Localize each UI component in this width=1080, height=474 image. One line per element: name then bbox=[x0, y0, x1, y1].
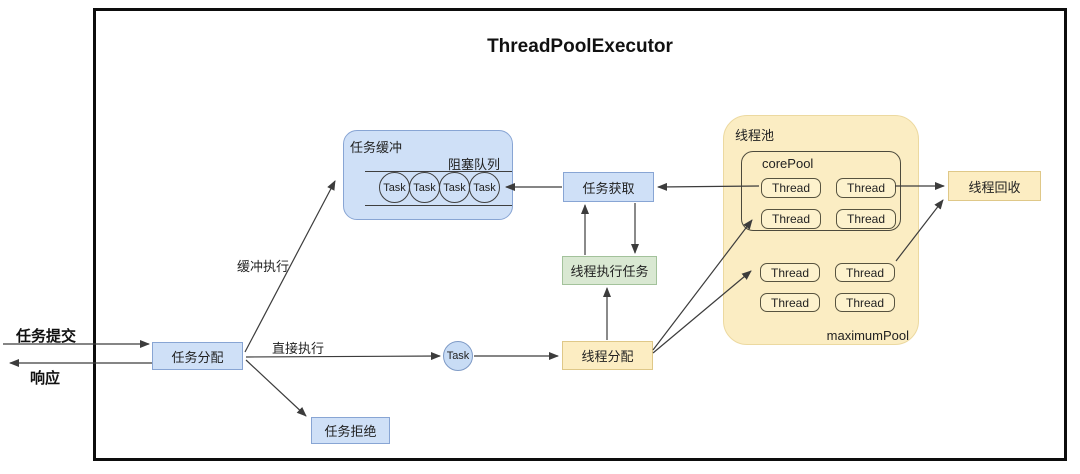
diagram-frame bbox=[93, 8, 1067, 461]
thread-recycle-node: 线程回收 bbox=[948, 171, 1041, 201]
thread-execute-task-node: 线程执行任务 bbox=[562, 256, 657, 285]
maximum-thread: Thread bbox=[835, 263, 895, 282]
task-allocation-node: 任务分配 bbox=[152, 342, 243, 370]
maximum-thread: Thread bbox=[760, 293, 820, 312]
queued-task: Task bbox=[409, 172, 440, 203]
task-node: Task bbox=[443, 341, 473, 371]
task-fetch-node: 任务获取 bbox=[563, 172, 654, 202]
queued-task: Task bbox=[379, 172, 410, 203]
core-thread: Thread bbox=[761, 178, 821, 198]
response-label: 响应 bbox=[30, 370, 61, 387]
maximum-pool-label: maximumPool bbox=[826, 328, 909, 343]
thread-pool-title: 线程池 bbox=[735, 128, 775, 143]
task-buffer-title: 任务缓冲 bbox=[350, 140, 403, 155]
queue-bottom-line bbox=[365, 205, 512, 206]
buffered-execution-label: 缓冲执行 bbox=[237, 259, 290, 274]
maximum-thread: Thread bbox=[835, 293, 895, 312]
core-thread: Thread bbox=[836, 178, 896, 198]
direct-execution-label: 直接执行 bbox=[272, 341, 325, 356]
blocking-queue-label: 阻塞队列 bbox=[447, 157, 500, 172]
task-rejection-node: 任务拒绝 bbox=[311, 417, 390, 444]
core-pool-label: corePool bbox=[762, 156, 814, 171]
core-pool-container: corePool Thread Thread Thread Thread bbox=[741, 151, 901, 231]
task-submit-label: 任务提交 bbox=[16, 328, 77, 345]
queued-task: Task bbox=[469, 172, 500, 203]
queue-top-line bbox=[365, 171, 512, 172]
maximum-thread: Thread bbox=[760, 263, 820, 282]
core-thread: Thread bbox=[836, 209, 896, 229]
core-thread: Thread bbox=[761, 209, 821, 229]
thread-pool-container: 线程池 corePool Thread Thread Thread Thread… bbox=[723, 115, 919, 345]
task-buffer-node: 任务缓冲 阻塞队列 Task Task Task Task bbox=[343, 130, 513, 220]
diagram-title: ThreadPoolExecutor bbox=[487, 36, 673, 57]
queued-task: Task bbox=[439, 172, 470, 203]
thread-allocation-node: 线程分配 bbox=[562, 341, 653, 370]
